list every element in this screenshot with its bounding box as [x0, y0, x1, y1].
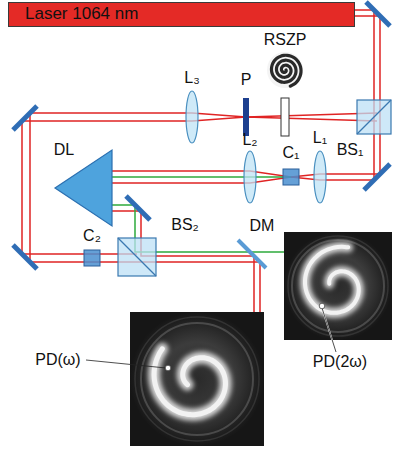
image-ground — [284, 232, 392, 340]
detector-image — [284, 232, 392, 340]
laser-box: Laser 1064 nm — [8, 2, 355, 27]
harmonic-beam — [112, 176, 291, 178]
return-beam — [112, 211, 254, 312]
mirror-group — [13, 2, 390, 269]
spiral-glow — [305, 247, 359, 313]
component-label: RSZP — [264, 31, 307, 49]
image-ground — [130, 312, 264, 446]
beam-splitter-cube — [118, 238, 156, 276]
lens-label: L₃ — [184, 69, 199, 87]
laser-beam — [112, 16, 380, 177]
leader-dot — [165, 365, 171, 371]
beam-splitter-cube — [357, 100, 391, 134]
detector-image — [130, 312, 264, 446]
pinhole — [243, 98, 249, 136]
beam-splitter-face — [118, 238, 156, 276]
mirror-label: DM — [250, 217, 275, 235]
image-ring — [288, 236, 388, 336]
zone-plate-spiral — [271, 55, 301, 86]
beam-splitter-label: BS₂ — [171, 216, 199, 234]
spiral-arm — [305, 247, 359, 313]
lens-label: L₁ — [313, 129, 327, 147]
reference-beam — [30, 113, 377, 312]
lens — [314, 151, 326, 203]
node-text: Laser 1064 nm — [25, 5, 138, 24]
leader-dot — [319, 303, 325, 309]
lens — [186, 91, 198, 143]
crystal-label: C₂ — [83, 227, 101, 245]
crystal — [84, 250, 100, 266]
image-ring — [141, 323, 253, 435]
detector-label: PD(ω) — [35, 351, 80, 369]
lens-label: L₂ — [242, 131, 257, 149]
leader-line — [322, 308, 336, 352]
laser-beam — [112, 10, 374, 183]
leader-line — [86, 360, 166, 368]
mirror — [13, 245, 37, 269]
crystal-label: C₁ — [283, 144, 300, 162]
dichroic-mirror — [238, 240, 266, 268]
beam-splitter-face — [357, 100, 391, 134]
lens — [244, 151, 256, 203]
mirror — [366, 2, 390, 26]
component-label: DL — [54, 141, 74, 159]
component-label: P — [241, 71, 252, 89]
zone-plate — [281, 98, 289, 136]
leader-line — [322, 308, 336, 352]
image-ring — [135, 317, 259, 441]
zone-plate-icon — [267, 52, 303, 88]
mirror — [13, 106, 37, 130]
mirror — [364, 164, 390, 190]
spiral-arm — [154, 349, 225, 415]
image-ring — [292, 240, 384, 332]
delay-prism — [55, 150, 112, 226]
detector-label: PD(2ω) — [313, 353, 367, 371]
crystal — [283, 169, 299, 185]
beam-splitter-label: BS₁ — [337, 141, 364, 159]
mirror — [126, 196, 150, 220]
spiral-glow — [154, 349, 225, 415]
